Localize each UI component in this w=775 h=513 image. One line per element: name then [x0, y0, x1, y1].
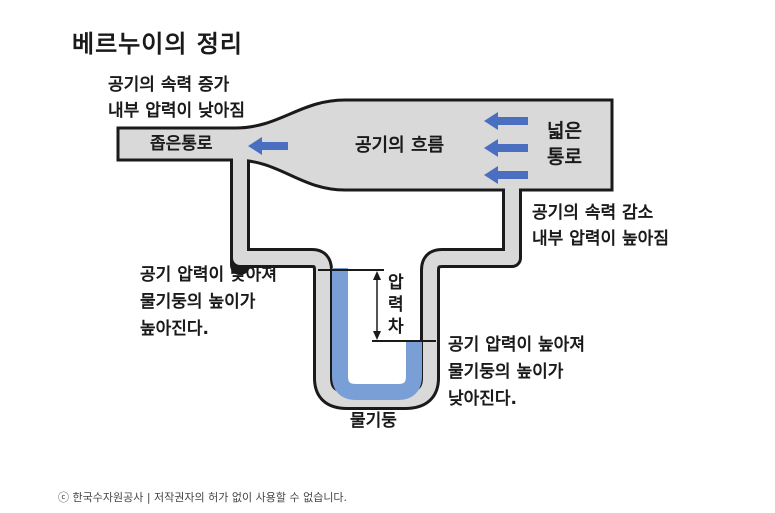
narrow-passage-label: 좁은통로	[150, 134, 213, 154]
wide-desc-line-1: 공기의 속력 감소	[532, 203, 654, 223]
arrow-left-icon	[248, 137, 288, 155]
copyright-notice: ⓒ 한국수자원공사 | 저작권자의 허가 없이 사용할 수 없습니다.	[58, 491, 348, 504]
arrow-left-icon	[484, 139, 528, 157]
air-flow-label: 공기의 흐름	[355, 135, 445, 156]
flow-arrows	[248, 112, 528, 184]
wide-passage-label-2: 통로	[547, 146, 582, 168]
pressure-diff-char-1: 압	[388, 273, 404, 293]
right-desc-line-1: 공기 압력이 높아져	[448, 335, 585, 355]
pressure-diff-char-2: 력	[388, 295, 404, 315]
water-column-label: 물기둥	[350, 411, 397, 431]
right-desc-line-2: 물기둥의 높이가	[448, 362, 564, 382]
water-column	[332, 268, 422, 400]
narrow-desc-line-1: 공기의 속력 증가	[108, 75, 230, 95]
right-desc-line-3: 낮아진다.	[448, 389, 518, 409]
left-desc-line-1: 공기 압력이 낮아져	[140, 265, 277, 285]
pressure-diff-arrow	[373, 271, 381, 340]
narrow-desc-line-2: 내부 압력이 낮아짐	[108, 101, 245, 121]
wide-passage-label-1: 넓은	[547, 120, 582, 142]
wide-desc-line-2: 내부 압력이 높아짐	[532, 229, 669, 249]
arrow-left-icon	[484, 166, 528, 184]
left-desc-line-2: 물기둥의 높이가	[140, 292, 256, 312]
left-desc-line-3: 높아진다.	[140, 319, 210, 339]
page-title: 베르누이의 정리	[72, 30, 243, 58]
pressure-diff-char-3: 차	[388, 317, 404, 337]
arrow-left-icon	[484, 112, 528, 130]
